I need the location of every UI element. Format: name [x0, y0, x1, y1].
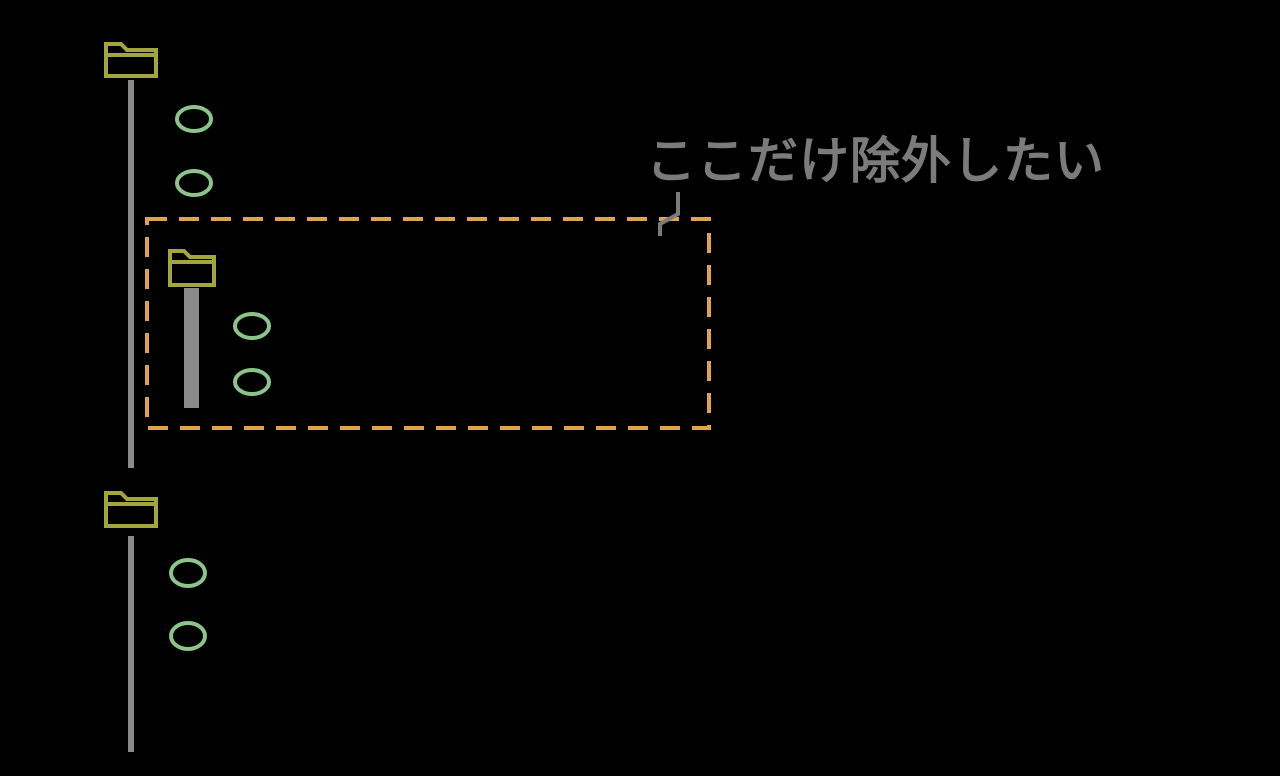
folder-icon [104, 42, 158, 78]
annotation-pointer [658, 192, 680, 236]
file-icon [233, 368, 271, 396]
file-icon [169, 558, 207, 588]
file-icon [169, 621, 207, 651]
annotation-label: ここだけ除外したい [646, 132, 1105, 190]
file-icon [175, 105, 213, 133]
file-icon [175, 169, 213, 197]
tree-line-subfolder [184, 288, 199, 408]
folder-icon [168, 249, 216, 287]
folder-icon [104, 491, 158, 528]
excluded-region-highlight [145, 217, 711, 430]
file-icon [233, 312, 271, 340]
